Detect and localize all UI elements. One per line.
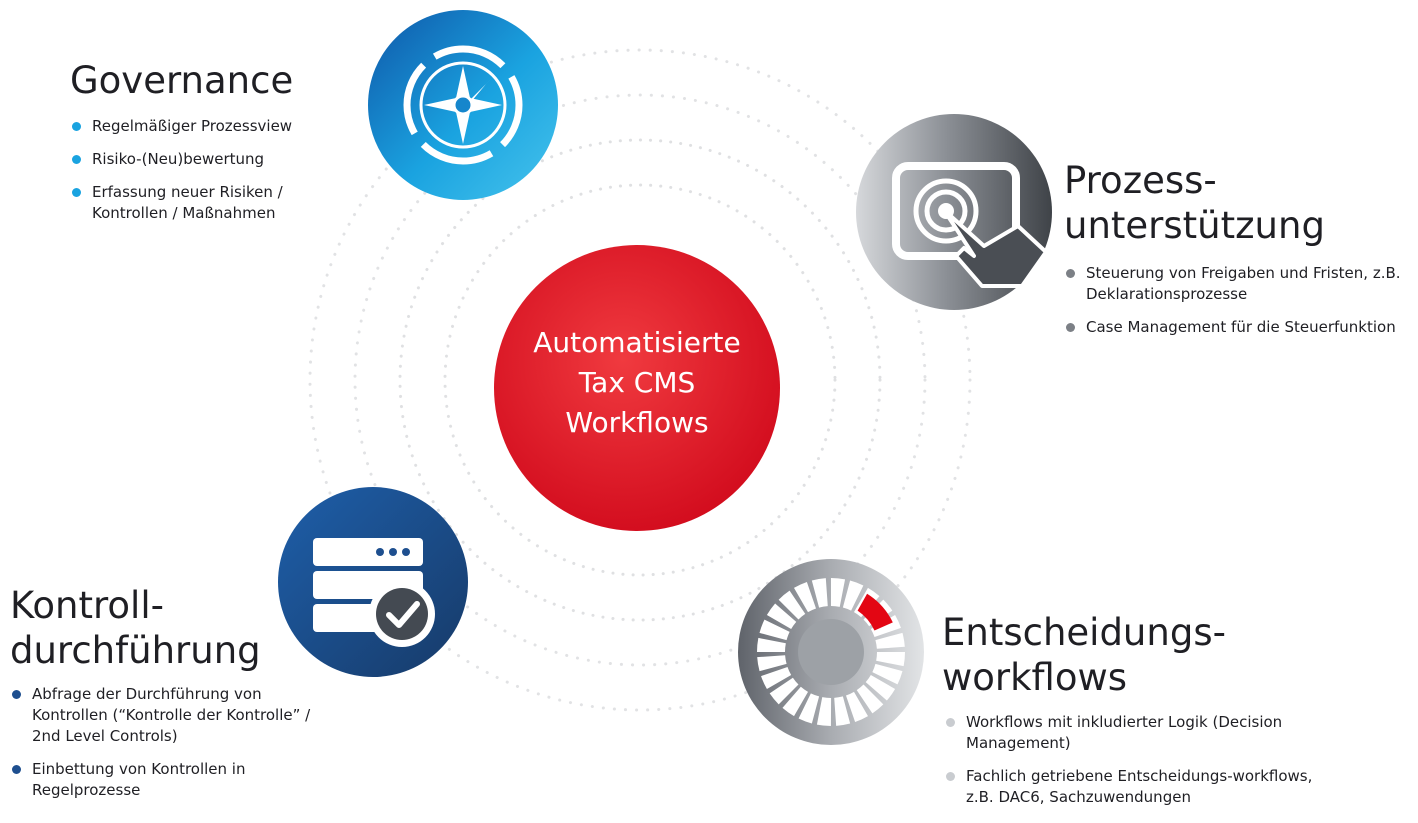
prozess-item: Steuerung von Freigaben und Fristen, z.B… — [1064, 263, 1404, 305]
prozess-title: Prozess- unterstützung — [1064, 158, 1325, 248]
center-label-line-1: Automatisierte — [533, 326, 741, 359]
server-check-icon — [278, 487, 468, 677]
governance-title: Governance — [70, 59, 294, 102]
governance-item: Regelmäßiger Prozessview — [70, 116, 360, 137]
kontroll-title: Kontroll- durchführung — [10, 583, 261, 673]
governance-list: Regelmäßiger Prozessview Risiko-(Neu)bew… — [70, 116, 360, 236]
governance-item: Erfassung neuer Risiken / Kontrollen / M… — [70, 182, 360, 224]
kontroll-item: Abfrage der Durchführung von Kontrollen … — [10, 684, 330, 747]
center-label-line-3: Workflows — [565, 406, 709, 439]
center-circle — [494, 245, 780, 531]
entscheidung-title-line-2: workflows — [942, 656, 1128, 699]
touch-screen-icon — [856, 114, 1052, 310]
governance-item: Risiko-(Neu)bewertung — [70, 149, 360, 170]
kontroll-item: Einbettung von Kontrollen in Regelprozes… — [10, 759, 330, 801]
entscheidung-title: Entscheidungs- workflows — [942, 610, 1226, 700]
dotted-rings — [308, 48, 972, 712]
entscheidung-item: Workflows mit inkludierter Logik (Decisi… — [944, 712, 1344, 754]
kontroll-list: Abfrage der Durchführung von Kontrollen … — [10, 684, 330, 813]
prozess-item: Case Management für die Steuerfunktion — [1064, 317, 1404, 338]
entscheidung-title-line-1: Entscheidungs- — [942, 611, 1226, 654]
compass-icon — [368, 10, 558, 200]
kontroll-title-line-1: Kontroll- — [10, 584, 164, 627]
prozess-title-line-2: unterstützung — [1064, 204, 1325, 247]
entscheidung-item: Fachlich getriebene Entscheidungs-workfl… — [944, 766, 1344, 808]
wheel-progress-icon — [738, 559, 924, 745]
center-label-line-2: Tax CMS — [578, 366, 696, 399]
entscheidung-list: Workflows mit inkludierter Logik (Decisi… — [944, 712, 1344, 820]
kontroll-title-line-2: durchführung — [10, 629, 261, 672]
prozess-list: Steuerung von Freigaben und Fristen, z.B… — [1064, 263, 1404, 350]
center-label: Automatisierte Tax CMS Workflows — [502, 323, 772, 443]
prozess-title-line-1: Prozess- — [1064, 159, 1217, 202]
